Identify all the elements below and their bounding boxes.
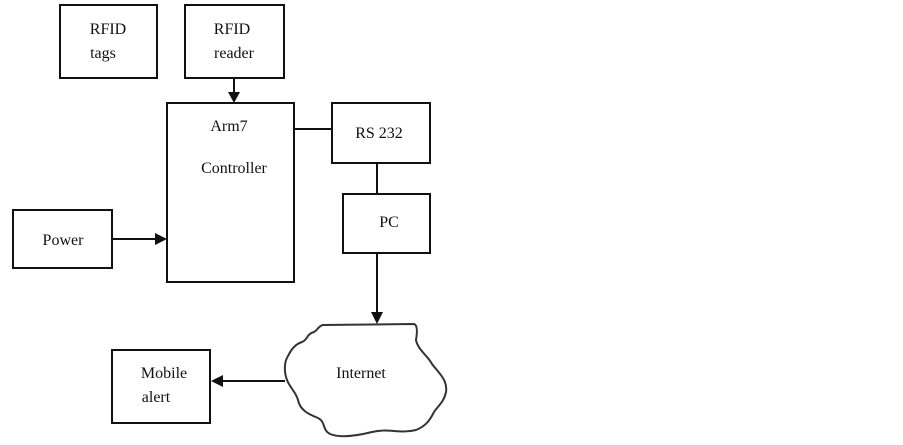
- controller-box: [166, 102, 295, 283]
- rfid-tags-box: [59, 4, 158, 79]
- mobile-alert-box: [111, 349, 211, 424]
- rfid-reader-box: [184, 4, 285, 79]
- node-power: Power: [12, 209, 113, 269]
- rfid-tags-label-line1: RFID: [90, 21, 126, 38]
- rfid-reader-label-line1: RFID: [214, 21, 250, 38]
- pc-label: PC: [379, 214, 399, 231]
- rfid-tags-label-line2: tags: [90, 45, 116, 62]
- node-rfid-tags: RFID tags: [59, 4, 158, 79]
- internet-label: Internet: [336, 365, 386, 382]
- mobile-alert-label-line1: Mobile: [141, 365, 187, 382]
- edge-reader-to-controller: [228, 78, 240, 103]
- rfid-reader-label-line2: reader: [214, 45, 255, 62]
- arrowhead-down-icon: [228, 92, 240, 103]
- node-rfid-reader: RFID reader: [184, 4, 285, 79]
- node-rs232: RS 232: [331, 102, 431, 164]
- controller-label-line2: Controller: [201, 160, 267, 177]
- node-controller: Arm7 Controller: [166, 102, 295, 283]
- node-mobile-alert: Mobile alert: [111, 349, 211, 424]
- cloud-icon: [283, 322, 448, 438]
- power-box: [12, 209, 113, 269]
- mobile-alert-label-line2: alert: [142, 389, 171, 406]
- controller-label-line1: Arm7: [210, 118, 247, 135]
- rs232-box: [331, 102, 431, 164]
- rs232-label: RS 232: [355, 125, 403, 142]
- node-internet: Internet: [283, 322, 448, 438]
- power-label: Power: [43, 232, 85, 249]
- edge-power-to-controller: [112, 233, 167, 245]
- arrowhead-right-icon: [155, 233, 167, 245]
- arrowhead-left-icon: [211, 375, 223, 387]
- arrowhead-down-icon: [371, 312, 383, 324]
- node-pc: PC: [342, 193, 431, 254]
- pc-box: [342, 193, 431, 254]
- edge-pc-to-internet: [371, 253, 383, 324]
- edge-internet-to-mobile: [211, 375, 285, 387]
